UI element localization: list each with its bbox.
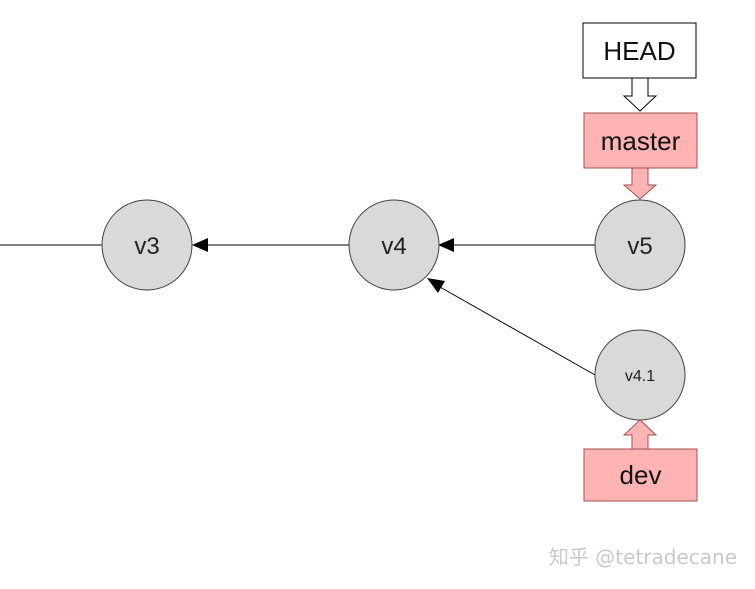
- master-label: master: [601, 126, 681, 156]
- commit-label-v4: v4: [381, 233, 406, 260]
- watermark-text: 知乎 @tetradecane: [549, 545, 737, 569]
- commit-node-v4: v4: [348, 199, 440, 291]
- dev-label: dev: [620, 460, 662, 490]
- commit-node-v41: v4.1: [594, 329, 686, 421]
- arrowhead-v3: [192, 238, 208, 252]
- dev-branch-ref: dev: [583, 448, 698, 502]
- head-ref: HEAD: [582, 22, 697, 79]
- commit-label-v5: v5: [627, 233, 652, 260]
- edge-v41-to-v4: [439, 286, 596, 376]
- commit-node-v5: v5: [594, 199, 686, 291]
- commit-label-v41: v4.1: [625, 368, 655, 385]
- arrowhead-v4-from-v41: [427, 278, 445, 293]
- head-label: HEAD: [603, 36, 675, 66]
- head-to-master-arrow: [622, 77, 658, 112]
- master-to-v5-arrow: [622, 167, 658, 200]
- dev-to-v41-arrow: [622, 419, 658, 450]
- arrowhead-v4-from-v5: [438, 238, 454, 252]
- commit-label-v3: v3: [134, 233, 159, 260]
- commit-node-v3: v3: [101, 199, 193, 291]
- master-branch-ref: master: [583, 112, 698, 169]
